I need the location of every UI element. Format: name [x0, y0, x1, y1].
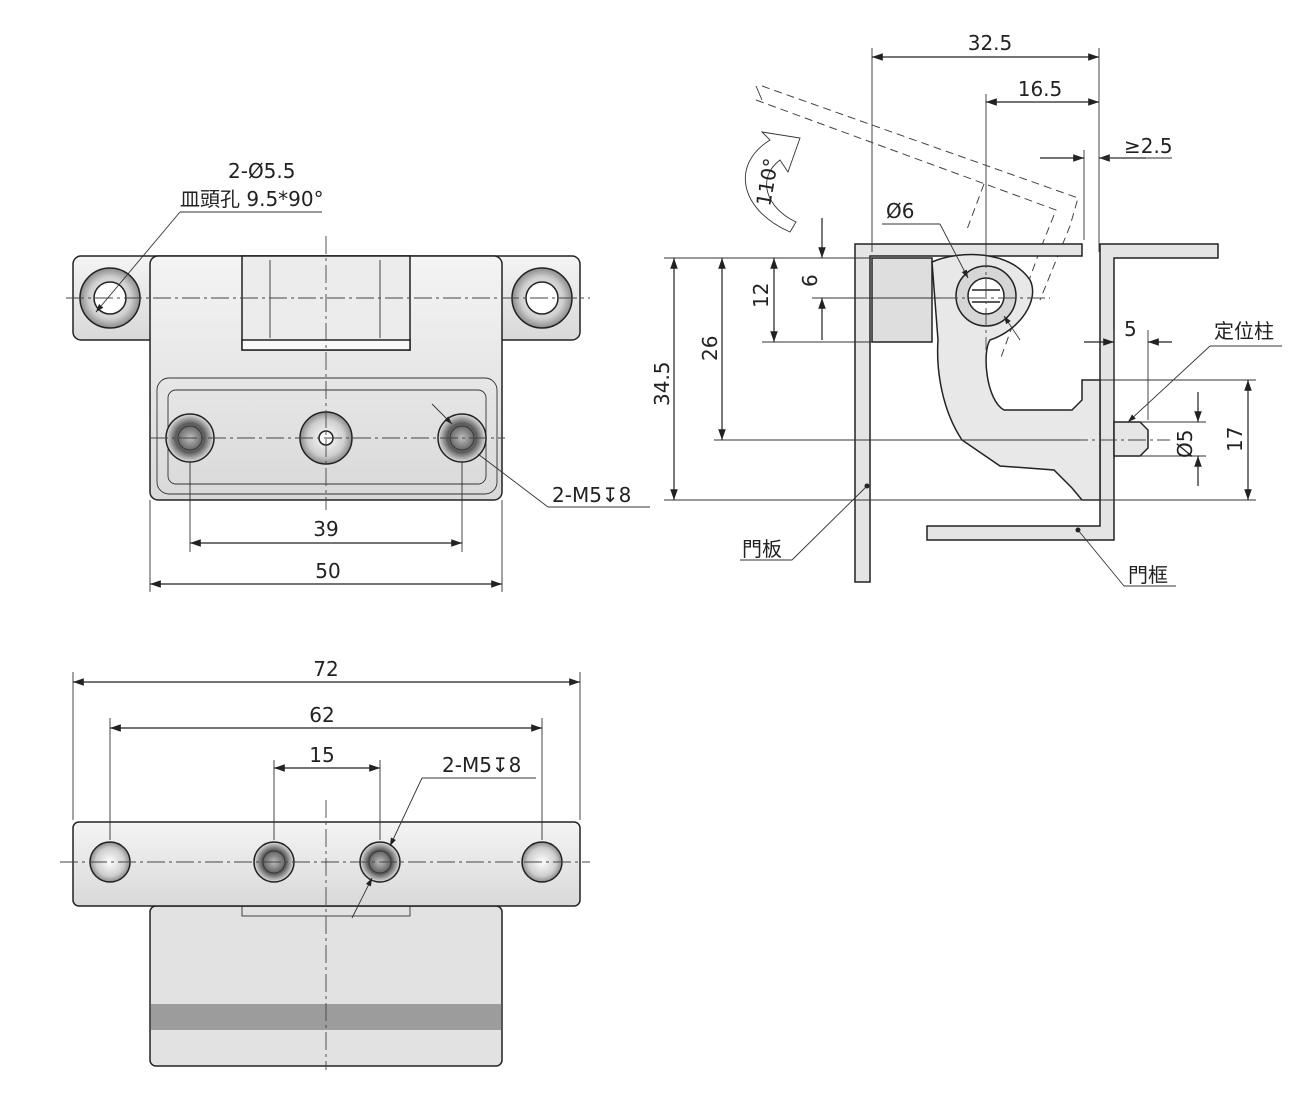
angle-label: 110°: [751, 156, 783, 208]
tap-callout-top: 2-M5↧8: [552, 483, 631, 507]
front-flange: [72, 821, 581, 907]
rotation-arrow: [745, 131, 801, 233]
dim-39: 39: [313, 517, 338, 541]
door-frame: [926, 243, 1219, 541]
label-door-frame: 門框: [1128, 563, 1168, 587]
dim-16-5: 16.5: [1018, 77, 1063, 101]
tap-callout-front: 2-M5↧8: [442, 753, 521, 777]
hinge-body-block: [871, 257, 933, 343]
dim-34-5: 34.5: [650, 361, 674, 406]
top-view: 2-Ø5.5 皿頭孔 9.5*90° 2-M5↧8 39 50: [66, 159, 650, 592]
label-door-panel: 門板: [742, 537, 782, 561]
dim-26: 26: [698, 336, 722, 361]
dim-5: 5: [1124, 317, 1137, 341]
leader-line: [477, 453, 549, 508]
front-view: 72 62 15 2-M5↧8: [60, 657, 590, 1070]
dim-50: 50: [315, 559, 340, 583]
leader-line: [1003, 315, 1021, 341]
hole-callout-line1: 2-Ø5.5: [228, 159, 296, 183]
dim-62: 62: [309, 703, 334, 727]
leader-line: [939, 223, 969, 279]
dim-12: 12: [749, 283, 773, 308]
dim-phi5: Ø5: [1173, 430, 1197, 458]
dim-phi6: Ø6: [886, 199, 914, 223]
side-view: 110° 32.5 16.5 ≥2.5 Ø6: [650, 31, 1282, 587]
leader-line: [389, 777, 423, 847]
open-position-outline: [761, 85, 1079, 301]
dim-17: 17: [1223, 427, 1247, 452]
open-position-outline: [755, 85, 763, 101]
locating-pin: [1113, 421, 1149, 457]
leader-line: [1127, 345, 1211, 423]
door-panel: [854, 243, 1083, 583]
leader-line: [791, 485, 868, 561]
dim-32-5: 32.5: [968, 31, 1013, 55]
dim-72: 72: [313, 657, 338, 681]
dim-15: 15: [309, 743, 334, 767]
dim-6: 6: [798, 274, 822, 287]
label-locating-pin: 定位柱: [1214, 319, 1274, 343]
top-leaf-recess: [156, 377, 498, 495]
open-position-outline: [965, 183, 985, 233]
leader-line: [95, 211, 181, 313]
dim-ge-2-5: ≥2.5: [1124, 134, 1173, 158]
leader-line: [431, 403, 453, 425]
leader-line: [1077, 529, 1125, 587]
hole-callout-line2: 皿頭孔 9.5*90°: [180, 187, 324, 211]
leader-line: [351, 877, 373, 919]
